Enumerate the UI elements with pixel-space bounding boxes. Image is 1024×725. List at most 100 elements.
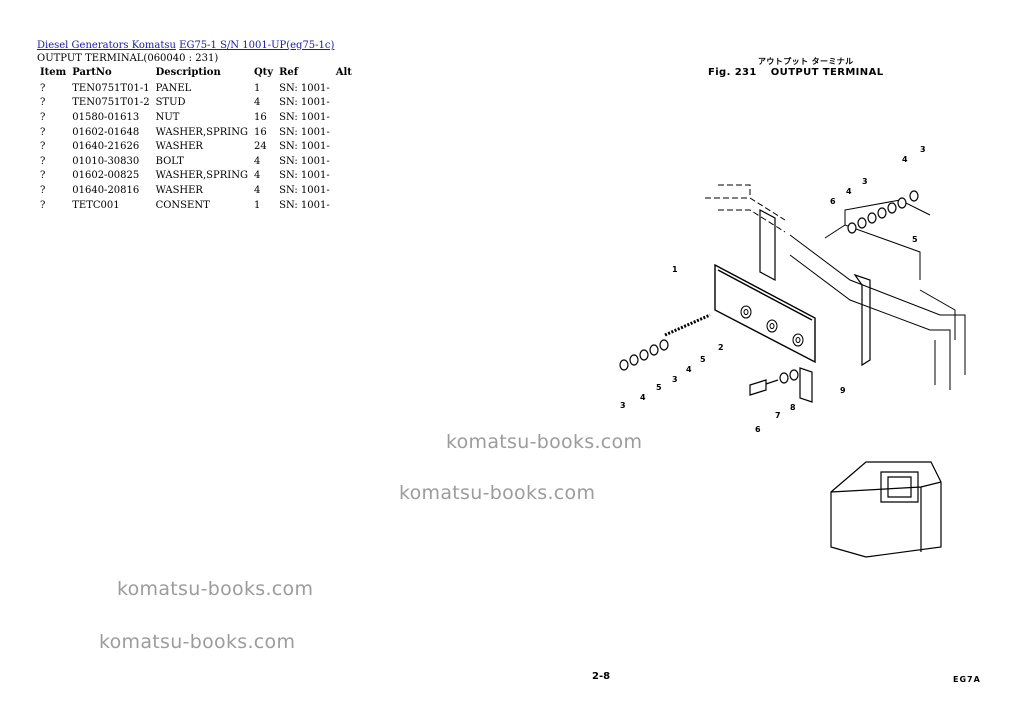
cell-description: PANEL — [155, 82, 192, 94]
header-alt: Alt — [335, 67, 352, 78]
svg-text:6: 6 — [830, 197, 836, 206]
svg-text:4: 4 — [902, 155, 908, 164]
cell-partno: 01580-01613 — [72, 111, 140, 123]
cell-partno: 01640-20816 — [72, 184, 140, 196]
cell-partno: TEN0751T01-2 — [72, 97, 150, 109]
bolt-and-washers — [749, 367, 813, 403]
cell-alt — [333, 183, 355, 198]
parts-table: Item PartNo Description Qty Ref Alt ? TE… — [37, 66, 355, 212]
watermark: komatsu-books.com — [99, 631, 296, 653]
header-qty: Qty — [253, 67, 274, 78]
cell-ref: SN: 1001- — [279, 184, 330, 196]
cell-qty: 16 — [253, 126, 267, 138]
header-ref: Ref — [279, 67, 299, 78]
cell-alt — [333, 154, 355, 169]
cell-qty: 1 — [253, 82, 261, 94]
cell-alt — [333, 81, 355, 96]
cell-ref: SN: 1001- — [279, 126, 330, 138]
cell-item: ? — [40, 111, 46, 123]
svg-text:4: 4 — [846, 187, 852, 196]
table-row: ? 01580-01613 NUT 16 SN: 1001- — [37, 110, 355, 125]
svg-text:6: 6 — [755, 425, 761, 434]
cell-item: ? — [40, 97, 46, 109]
cell-alt — [333, 169, 355, 184]
figure-heading: アウトプット ターミナル Fig. 231 OUTPUT TERMINAL — [708, 56, 883, 78]
svg-text:3: 3 — [862, 177, 868, 186]
cell-qty: 24 — [253, 141, 267, 153]
cell-ref: SN: 1001- — [279, 97, 330, 109]
table-header-row: Item PartNo Description Qty Ref Alt — [37, 66, 355, 81]
cell-partno: 01010-30830 — [72, 155, 140, 167]
cell-partno: 01602-01648 — [72, 126, 140, 138]
breadcrumb-link-model[interactable]: EG75-1 S/N 1001-UP(eg75-1c) — [179, 40, 335, 51]
cell-item: ? — [40, 170, 46, 182]
exploded-parts-diagram: 1 2 3 4 5 3 4 5 6 7 8 9 6 4 3 4 3 5 — [619, 145, 966, 434]
figure-title: OUTPUT TERMINAL — [770, 67, 884, 78]
cell-ref: SN: 1001- — [279, 82, 330, 94]
washer-nut-stack-top — [847, 190, 919, 234]
cell-partno: 01640-21626 — [72, 141, 140, 153]
cell-item: ? — [40, 141, 46, 153]
cell-ref: SN: 1001- — [279, 111, 330, 123]
cell-partno: TEN0751T01-1 — [72, 82, 150, 94]
svg-text:4: 4 — [640, 393, 646, 402]
cell-partno: 01602-00825 — [72, 170, 140, 182]
cell-item: ? — [40, 199, 46, 211]
cell-alt — [333, 110, 355, 125]
cell-ref: SN: 1001- — [279, 199, 330, 211]
svg-text:7: 7 — [775, 411, 781, 420]
cell-description: WASHER,SPRING — [155, 126, 248, 138]
cell-alt — [333, 125, 355, 140]
cell-description: WASHER — [155, 141, 203, 153]
cell-description: WASHER — [155, 184, 203, 196]
cell-item: ? — [40, 126, 46, 138]
cell-alt — [333, 96, 355, 111]
cell-qty: 4 — [253, 155, 261, 167]
breadcrumb-link-category[interactable]: Diesel Generators Komatsu — [37, 40, 176, 51]
cell-qty: 16 — [253, 111, 267, 123]
watermark: komatsu-books.com — [446, 431, 643, 453]
header-partno: PartNo — [72, 67, 112, 78]
cell-alt — [333, 139, 355, 154]
cell-alt — [333, 198, 355, 213]
table-row: ? TEN0751T01-1 PANEL 1 SN: 1001- — [37, 81, 355, 96]
cell-description: NUT — [155, 111, 180, 123]
cell-description: BOLT — [155, 155, 184, 167]
header-item: Item — [40, 67, 67, 78]
generator-frame — [705, 184, 966, 390]
cell-qty: 4 — [253, 184, 261, 196]
cell-description: WASHER,SPRING — [155, 170, 248, 182]
table-row: ? 01602-01648 WASHER,SPRING 16 SN: 1001- — [37, 125, 355, 140]
svg-text:1: 1 — [672, 265, 678, 274]
washer-nut-stack-left — [619, 339, 669, 371]
section-title: OUTPUT TERMINAL(060040 : 231) — [37, 53, 219, 64]
table-row: ? TETC001 CONSENT 1 SN: 1001- — [37, 198, 355, 213]
callout-labels: 1 2 3 4 5 3 4 5 6 7 8 9 6 4 3 4 3 5 — [620, 145, 926, 434]
watermark: komatsu-books.com — [117, 578, 314, 600]
bracket — [759, 209, 871, 367]
cell-qty: 1 — [253, 199, 261, 211]
cell-item: ? — [40, 82, 46, 94]
header-description: Description — [155, 67, 221, 78]
figure-japanese-title: アウトプット ターミナル — [758, 57, 854, 66]
watermark: komatsu-books.com — [399, 482, 596, 504]
generator-location-inset — [830, 461, 942, 558]
page-number: 2-8 — [592, 671, 611, 682]
table-row: ? 01010-30830 BOLT 4 SN: 1001- — [37, 154, 355, 169]
svg-text:4: 4 — [686, 365, 692, 374]
cell-ref: SN: 1001- — [279, 141, 330, 153]
terminal-panel — [714, 263, 816, 364]
cell-ref: SN: 1001- — [279, 170, 330, 182]
svg-text:5: 5 — [912, 235, 918, 244]
svg-text:3: 3 — [672, 375, 678, 384]
page-code: EG7A — [953, 675, 981, 684]
cell-description: STUD — [155, 97, 186, 109]
svg-text:9: 9 — [840, 386, 846, 395]
table-row: ? TEN0751T01-2 STUD 4 SN: 1001- — [37, 96, 355, 111]
cell-qty: 4 — [253, 170, 261, 182]
table-row: ? 01640-21626 WASHER 24 SN: 1001- — [37, 139, 355, 154]
table-row: ? 01640-20816 WASHER 4 SN: 1001- — [37, 183, 355, 198]
stud-exploded — [664, 313, 711, 337]
svg-text:8: 8 — [790, 403, 796, 412]
figure-number: Fig. 231 — [708, 67, 757, 78]
